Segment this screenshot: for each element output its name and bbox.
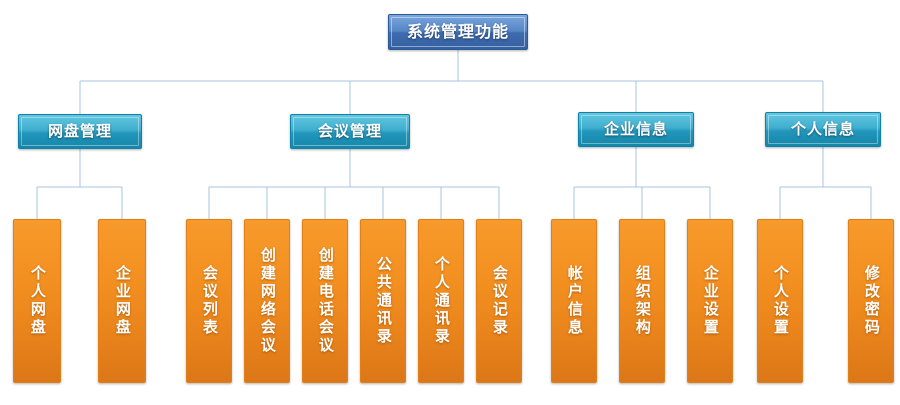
node-leaf-create-phone-meeting-label: 创建电话会议 (316, 247, 335, 355)
node-branch-personal-label: 个人信息 (790, 119, 855, 138)
node-leaf-meeting-list[interactable]: 会议列表 (186, 219, 232, 383)
node-branch-enterprise[interactable]: 企业信息 (578, 112, 694, 147)
node-root-label: 系统管理功能 (406, 21, 509, 41)
node-leaf-personal-settings[interactable]: 个人设置 (757, 219, 803, 383)
node-leaf-org-structure[interactable]: 组织架构 (619, 219, 665, 383)
node-leaf-meeting-records-label: 会议记录 (490, 265, 509, 337)
node-leaf-public-contacts-label: 公共通讯录 (374, 256, 393, 346)
node-leaf-create-online-meeting[interactable]: 创建网络会议 (244, 219, 290, 383)
node-leaf-personal-contacts-label: 个人通讯录 (432, 256, 451, 346)
node-leaf-enterprise-settings-label: 企业设置 (701, 265, 720, 337)
node-leaf-create-phone-meeting[interactable]: 创建电话会议 (302, 219, 348, 383)
node-leaf-create-online-meeting-label: 创建网络会议 (258, 247, 277, 355)
node-branch-meeting[interactable]: 会议管理 (290, 114, 410, 149)
node-branch-personal[interactable]: 个人信息 (765, 112, 881, 147)
node-leaf-enterprise-settings[interactable]: 企业设置 (687, 219, 733, 383)
node-leaf-enterprise-netdisk[interactable]: 企业网盘 (98, 219, 146, 383)
node-leaf-change-password-label: 修改密码 (862, 265, 881, 337)
node-leaf-enterprise-netdisk-label: 企业网盘 (113, 265, 132, 337)
node-leaf-change-password[interactable]: 修改密码 (848, 219, 894, 383)
node-leaf-personal-settings-label: 个人设置 (771, 265, 790, 337)
node-root[interactable]: 系统管理功能 (388, 14, 528, 50)
node-leaf-account-info-label: 帐户信息 (565, 265, 584, 337)
node-leaf-personal-netdisk[interactable]: 个人网盘 (13, 219, 61, 383)
node-branch-enterprise-label: 企业信息 (603, 119, 668, 138)
node-branch-netdisk-label: 网盘管理 (47, 121, 112, 140)
node-leaf-public-contacts[interactable]: 公共通讯录 (360, 219, 406, 383)
node-branch-meeting-label: 会议管理 (317, 121, 382, 140)
node-leaf-account-info[interactable]: 帐户信息 (551, 219, 597, 383)
node-leaf-personal-contacts[interactable]: 个人通讯录 (418, 219, 464, 383)
node-leaf-meeting-records[interactable]: 会议记录 (476, 219, 522, 383)
node-leaf-meeting-list-label: 会议列表 (200, 265, 219, 337)
node-leaf-personal-netdisk-label: 个人网盘 (28, 265, 47, 337)
node-branch-netdisk[interactable]: 网盘管理 (18, 114, 142, 149)
node-leaf-org-structure-label: 组织架构 (633, 265, 652, 337)
